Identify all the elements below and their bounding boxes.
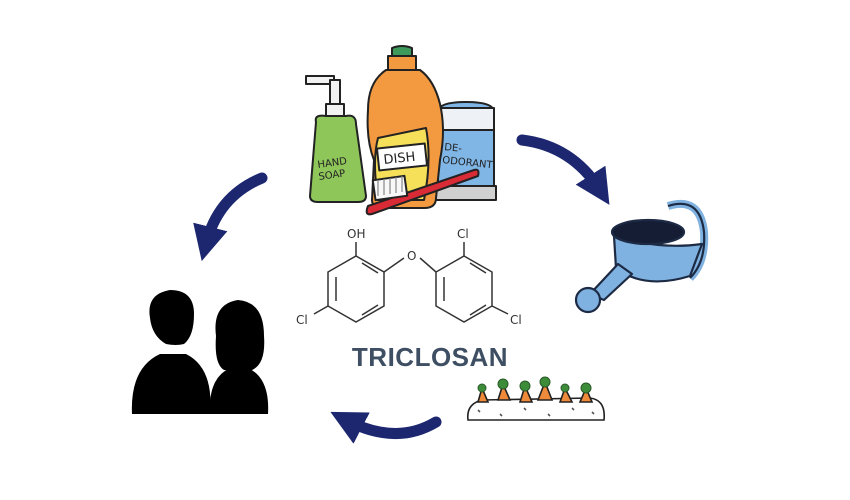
man-silhouette-icon [131,290,211,414]
chlorine-right-label: Cl [510,313,522,327]
diagram-title: TRICLOSAN [351,342,509,372]
arrow-carrots-to-people [330,411,442,444]
arrow-products-to-watering-can [516,134,610,205]
arrow-people-to-products [193,172,268,262]
hydroxyl-label: OH [347,227,365,241]
dish-soap-label: DISH [383,150,416,168]
deodorant-label-line1: DE- [444,142,463,155]
triclosan-molecule-structure [313,242,509,323]
hand-soap-pump-icon: HAND SOAP [305,75,367,203]
hand-soap-label-line2: SOAP [318,168,346,183]
people-silhouettes-icon [131,290,269,414]
chlorine-left-label: Cl [296,313,308,327]
deodorant-label-line2: ODORANT [442,155,494,171]
watering-can-icon [574,199,709,314]
woman-silhouette-icon [209,300,269,414]
hand-soap-label-line1: HAND [317,156,348,171]
household-products-group: HAND SOAP DE- ODORANT DISH [305,45,497,216]
toothbrush-icon [365,168,480,216]
carrots-in-soil-icon [466,376,606,421]
ether-oxygen-label: O [407,249,416,263]
chlorine-top-label: Cl [457,227,469,241]
